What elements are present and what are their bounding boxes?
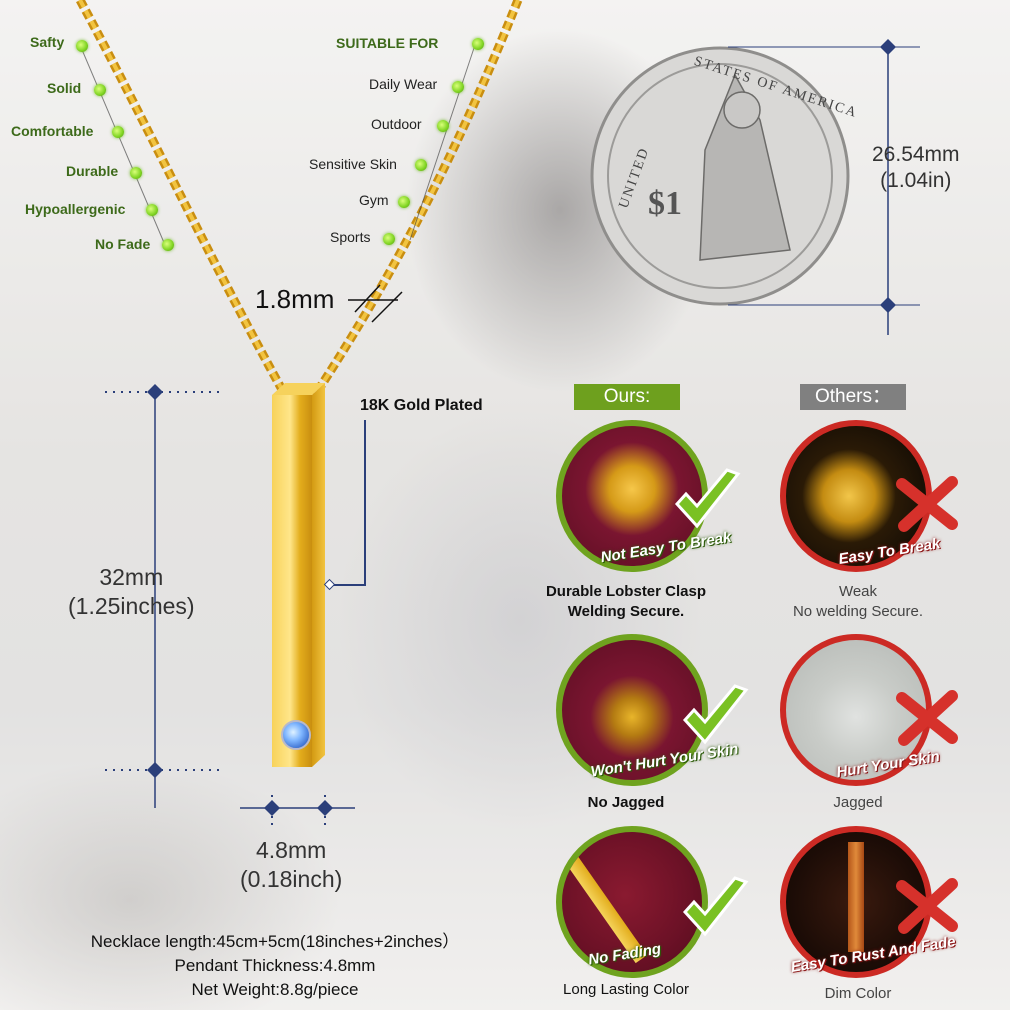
coin-diameter-mm: 26.54mm — [872, 143, 960, 166]
feature-bullet-icon — [94, 84, 106, 96]
feature-bullet-icon — [76, 40, 88, 52]
ours-color-photo — [556, 826, 708, 978]
feature-hypoallergenic: Hypoallergenic — [25, 201, 126, 217]
feature-bullet-icon — [112, 126, 124, 138]
chain-thickness-tick — [354, 284, 381, 313]
plating-label: 18K Gold Plated — [360, 397, 483, 414]
feature-bullet-icon — [162, 239, 174, 251]
pendant-side-face — [312, 383, 325, 767]
others-caption-jagged: Jagged — [833, 794, 883, 811]
pendant-length-label: 32mm (1.25inches) — [68, 563, 195, 621]
coin-diameter-label: 26.54mm (1.04in) — [872, 142, 960, 195]
feature-safety: Safty — [30, 34, 65, 50]
chain-right-highlight — [313, 0, 520, 397]
suitable-outdoor: Outdoor — [371, 116, 422, 132]
chain-right-strand — [311, 0, 523, 398]
cross-icon — [896, 476, 958, 532]
cross-icon — [896, 690, 958, 746]
suitable-bullet-icon — [472, 38, 484, 50]
ours-caption-line: Durable Lobster Clasp — [545, 583, 707, 600]
others-color-photo — [780, 826, 932, 978]
others-caption-line: No welding Secure. — [792, 602, 924, 620]
suitable-bullet-icon — [383, 233, 395, 245]
others-clasp-photo — [780, 420, 932, 572]
product-specs: Necklace length:45cm+5cm(18inches+2inche… — [40, 930, 510, 1002]
ours-chain-photo — [556, 634, 708, 786]
chain-thickness-tick — [371, 291, 403, 323]
ours-caption-line: Welding Secure. — [567, 602, 685, 620]
others-pendant-photo — [848, 842, 864, 952]
spec-necklace-length: Necklace length:45cm+5cm(18inches+2inche… — [90, 932, 460, 951]
ours-label: Ours: — [574, 384, 680, 410]
chain-thickness-label: 1.8mm — [255, 284, 335, 314]
suitable-bullet-icon — [415, 159, 427, 171]
others-caption-line: Weak — [838, 583, 878, 600]
feature-comfortable: Comfortable — [11, 123, 94, 139]
pendant-length-mm: 32mm — [99, 564, 164, 590]
feature-bullet-icon — [130, 167, 142, 179]
birthstone-gem — [281, 720, 311, 750]
suitable-title: SUITABLE FOR — [336, 35, 439, 51]
others-caption-clasp: Weak No welding Secure. — [778, 582, 938, 621]
feature-durable: Durable — [66, 163, 119, 179]
plating-leader-line — [330, 420, 366, 586]
suitable-gym: Gym — [359, 192, 389, 208]
chain-left-highlight — [78, 0, 287, 396]
width-marker-right — [317, 800, 333, 816]
check-icon — [674, 468, 741, 529]
suitable-sports: Sports — [330, 229, 371, 245]
ours-caption-jagged: No Jagged — [587, 794, 665, 811]
pendant-width-in: (0.18inch) — [240, 865, 343, 892]
suitable-sensitive-skin: Sensitive Skin — [309, 156, 397, 172]
others-label: Others： — [800, 384, 906, 410]
feature-no-fade: No Fade — [95, 236, 151, 252]
ours-caption-clasp: Durable Lobster Clasp Welding Secure. — [538, 582, 714, 621]
suitable-leader-line — [409, 44, 476, 241]
length-marker-top — [147, 384, 163, 400]
suitable-bullet-icon — [437, 120, 449, 132]
coin-marker-bottom — [880, 297, 896, 313]
coin-inner-rim — [607, 63, 833, 289]
cross-icon — [896, 878, 958, 934]
length-marker-bottom — [147, 762, 163, 778]
coin-statue-head — [723, 91, 761, 129]
width-marker-left — [264, 800, 280, 816]
pendant-top-face — [272, 383, 325, 395]
plating-leader-marker — [323, 578, 336, 591]
pendant-bar — [272, 395, 312, 767]
spec-weight: Net Weight:8.8g/piece — [191, 980, 359, 999]
feature-solid: Solid — [47, 80, 82, 96]
feature-bullet-icon — [146, 204, 158, 216]
others-caption-color: Dim Color — [824, 985, 892, 1002]
suitable-daily-wear: Daily Wear — [369, 76, 438, 92]
coin-value: $1 — [648, 185, 682, 222]
pendant-width-label: 4.8mm (0.18inch) — [240, 836, 342, 894]
coin-marker-top — [880, 39, 896, 55]
suitable-bullet-icon — [398, 196, 410, 208]
spec-thickness: Pendant Thickness:4.8mm — [174, 956, 376, 975]
suitable-bullet-icon — [452, 81, 464, 93]
pendant-length-in: (1.25inches) — [68, 592, 195, 619]
coin-diameter-in: (1.04in) — [880, 169, 952, 193]
check-icon — [682, 876, 749, 937]
pendant-width-mm: 4.8mm — [255, 837, 327, 863]
check-icon — [682, 684, 749, 745]
ours-caption-color: Long Lasting Color — [563, 981, 689, 998]
